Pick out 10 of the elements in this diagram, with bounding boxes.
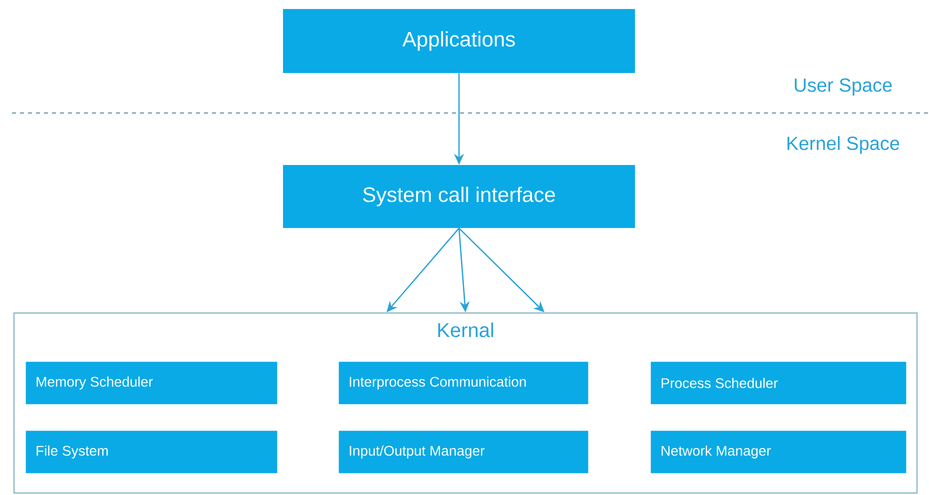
module-box: Memory Scheduler — [26, 362, 278, 404]
module-box: Input/Output Manager — [338, 430, 588, 474]
module-box: Process Scheduler — [650, 362, 906, 404]
module-box: Network Manager — [650, 430, 906, 474]
process-box: Applications — [283, 9, 635, 73]
module-box: Interprocess Communication — [338, 362, 588, 404]
module-box: File System — [26, 430, 278, 474]
region-label: User Space — [794, 78, 892, 96]
process-box: System call interface — [283, 165, 635, 228]
region-label: Kernel Space — [788, 136, 900, 154]
